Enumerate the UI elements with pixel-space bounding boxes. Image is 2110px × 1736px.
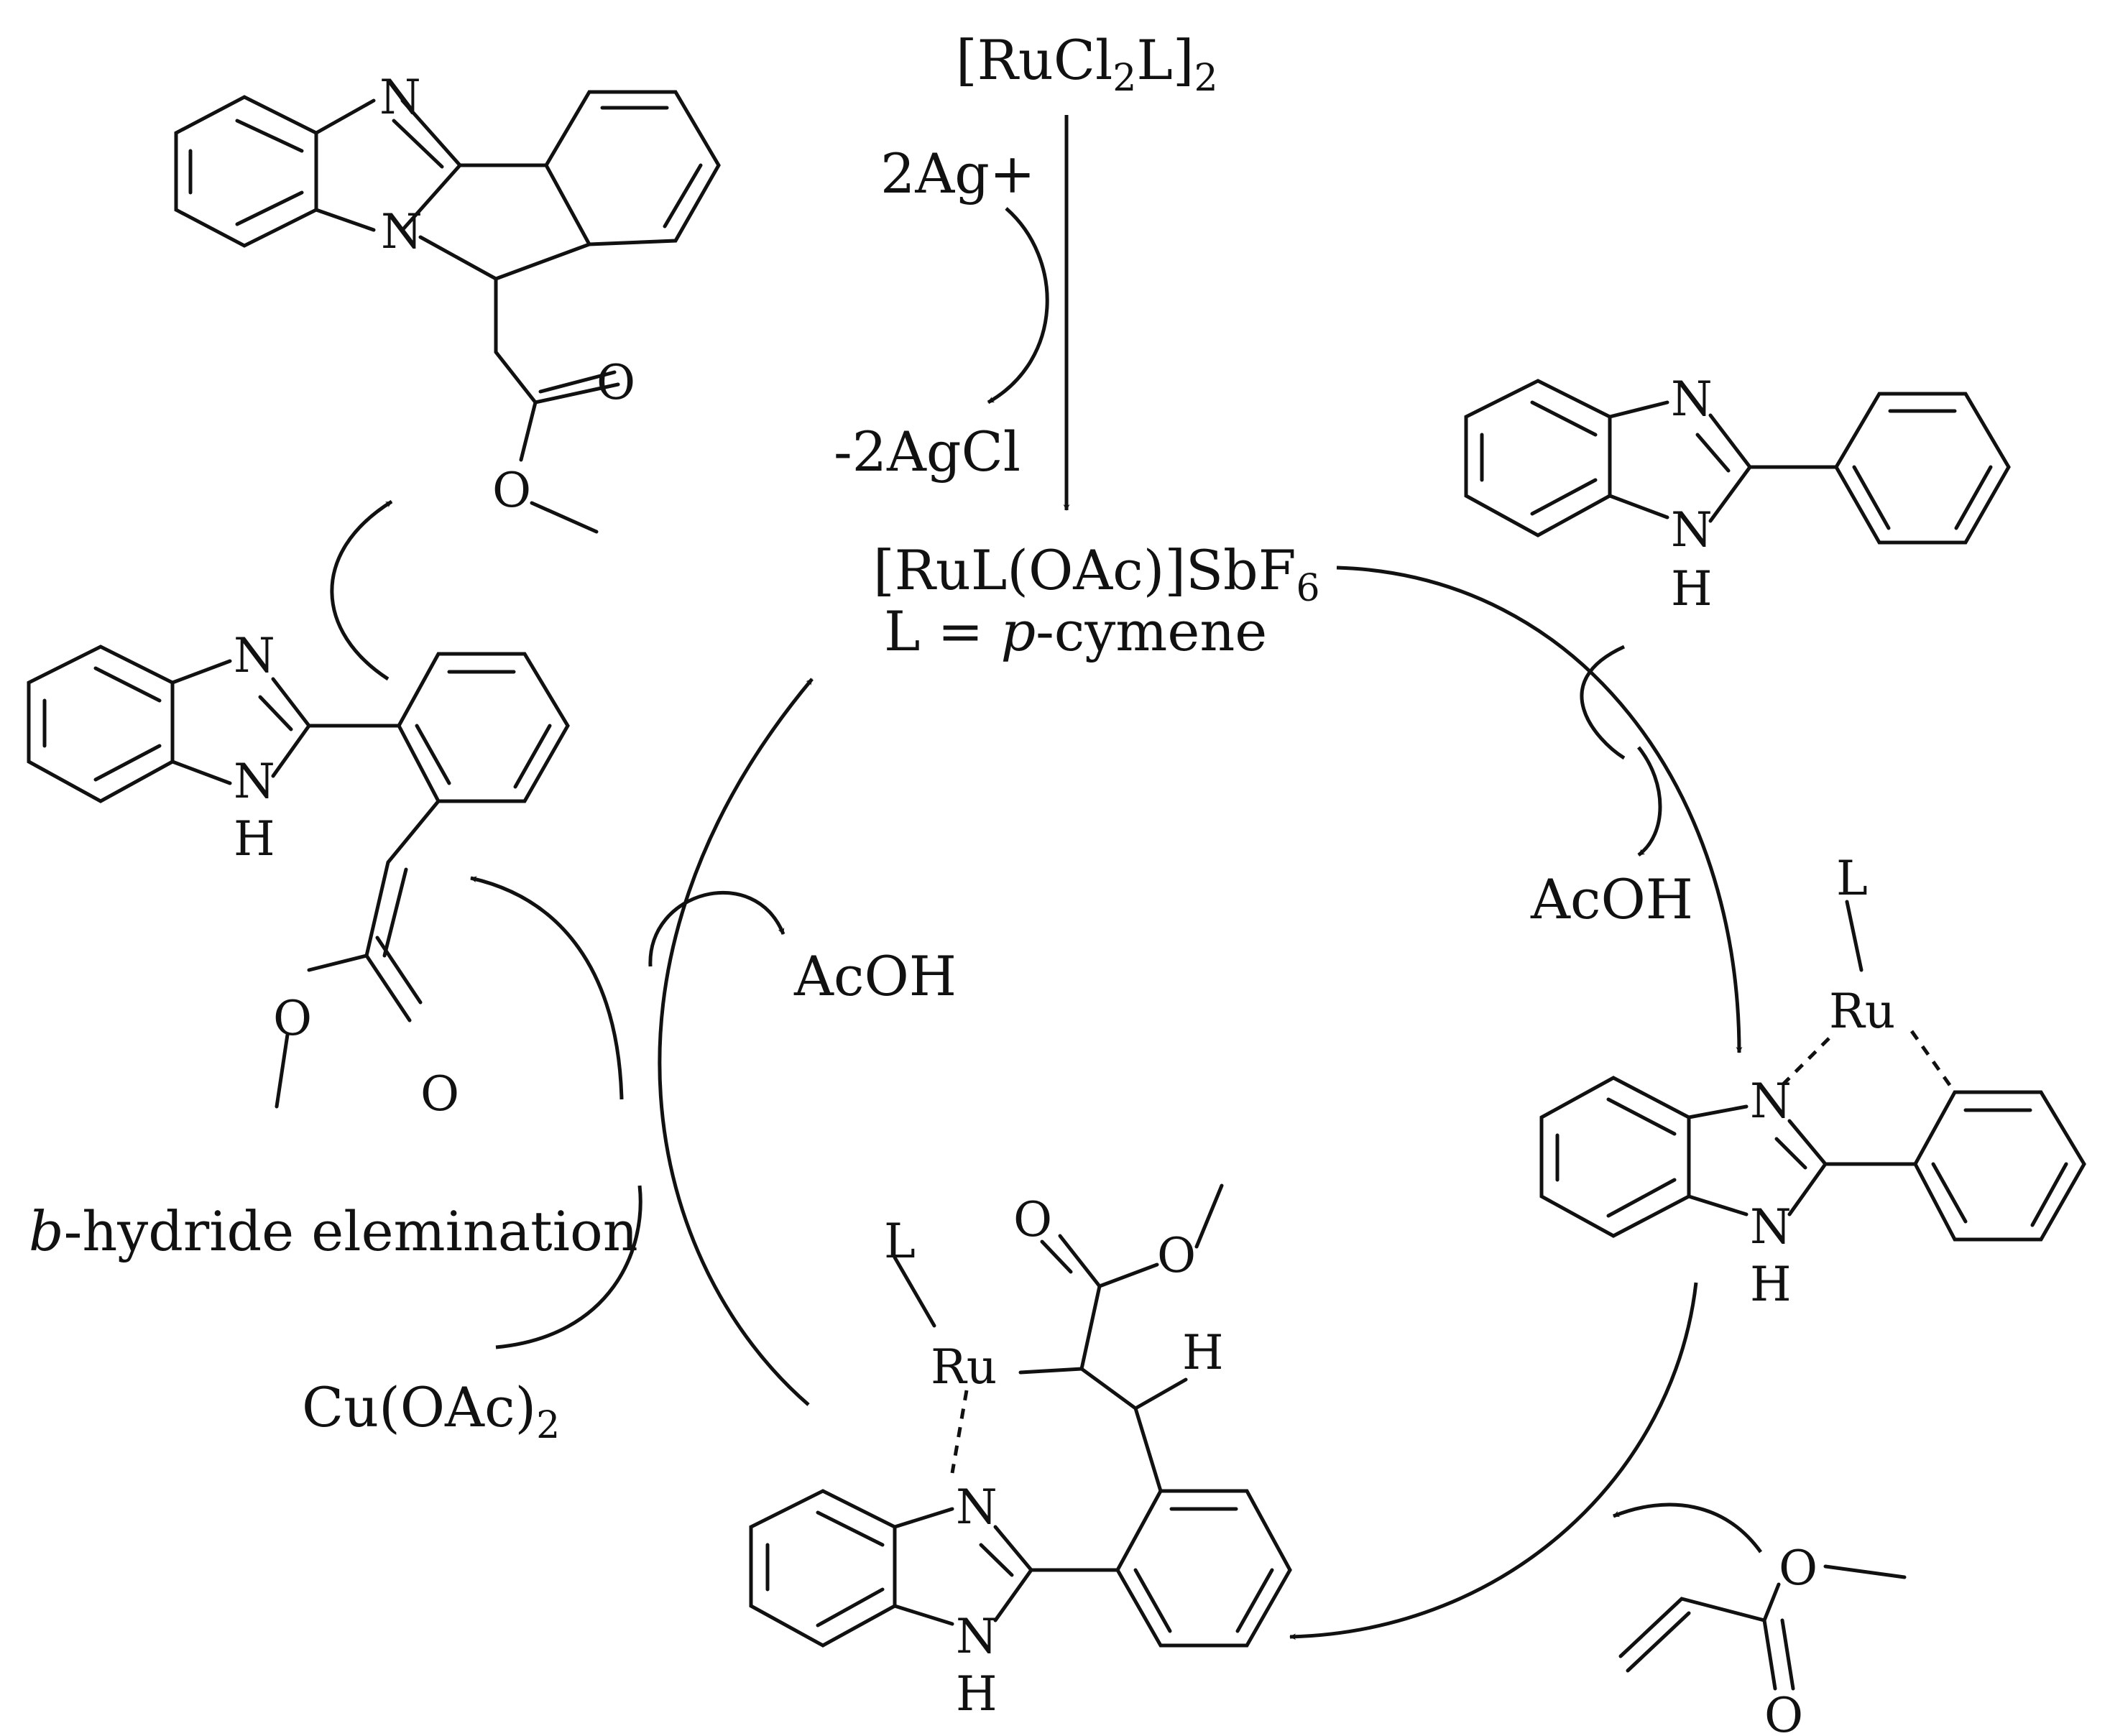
beta-hydride-elimination-label: b-hydride elemination: [29, 1199, 638, 1263]
copper-oxidant-label: Cu(OAc)2: [302, 1375, 560, 1447]
ch-activation-arrow: [1336, 565, 1743, 1053]
beta-elimination-arrow: [470, 876, 624, 1100]
acoh-out-right-arrow: [1637, 746, 1662, 857]
acoh-release-left-label: AcOH: [793, 944, 957, 1008]
active-catalyst-label: [RuL(OAc)]SbF6: [873, 538, 1320, 610]
substrate-nh-atom: N: [1671, 502, 1713, 558]
intermediate-h-atom: H: [234, 811, 275, 867]
insertion-h-atom: H: [1182, 1325, 1224, 1380]
acoh-release-right-label: AcOH: [1530, 867, 1693, 931]
insertion-o-atom: O: [1013, 1192, 1052, 1247]
insertion-ru-atom: Ru: [931, 1339, 997, 1395]
insertion-n-atom: N: [956, 1479, 998, 1535]
intermediate-nh-atom: N: [234, 754, 275, 809]
substrate-in-arrow: [1580, 645, 1626, 760]
methyl-acrylate-structure: O O: [1618, 1541, 1907, 1736]
substrate-n-atom: N: [1671, 371, 1713, 427]
product-o-atom: O: [596, 355, 635, 410]
copper-in-arrow: [495, 1185, 642, 1349]
silver-exchange-arrow: [987, 207, 1049, 405]
metallacycle-ru-atom: Ru: [1829, 984, 1895, 1039]
cycle-arrows: [330, 115, 1763, 1640]
acrylate-o-atom: O: [1764, 1688, 1803, 1736]
product-o-atom: O: [492, 463, 531, 518]
product-n-atom: N: [379, 70, 421, 125]
intermediate-o-atom: O: [273, 991, 312, 1046]
metallacycle-h-atom: H: [1750, 1257, 1792, 1312]
metallacycle-n-atom: N: [1750, 1074, 1792, 1129]
alkenylated-intermediate-structure: N N H O O: [27, 628, 570, 1122]
insertion-h-atom: H: [956, 1666, 998, 1722]
precatalyst-label: [RuCl2L]2: [956, 28, 1218, 100]
metallacycle-ligand-label: L: [1836, 851, 1868, 906]
cyclized-product-structure: N N O O: [174, 70, 721, 534]
ligand-definition-label: L = p-cymene: [884, 599, 1267, 663]
insertion-nh-atom: N: [956, 1609, 998, 1664]
intermediate-o-atom: O: [420, 1066, 459, 1122]
cyclization-arrow: [330, 499, 393, 681]
regeneration-arrow: [658, 678, 814, 1406]
metallacycle-nh-atom: N: [1750, 1199, 1792, 1255]
silver-chloride-byproduct-label: -2AgCl: [834, 420, 1021, 484]
silver-reagent-label: 2Ag+: [880, 142, 1036, 206]
substrate-structure: N N H: [1464, 371, 2011, 617]
intermediate-n-atom: N: [234, 628, 275, 683]
insertion-o-atom: O: [1157, 1228, 1196, 1283]
insertion-arrow: [1289, 1282, 1698, 1640]
acrylate-in-arrow: [1613, 1502, 1763, 1553]
insertion-ligand-label: L: [884, 1214, 916, 1269]
product-n-atom: N: [381, 204, 423, 259]
substrate-h-atom: H: [1671, 561, 1713, 617]
acoh-out-left-arrow: [648, 890, 786, 967]
insertion-complex-structure: L Ru H O O N N H: [749, 1183, 1292, 1722]
acrylate-o-atom: O: [1779, 1541, 1818, 1596]
ruthenacycle-structure: L Ru N N H: [1539, 851, 2086, 1312]
